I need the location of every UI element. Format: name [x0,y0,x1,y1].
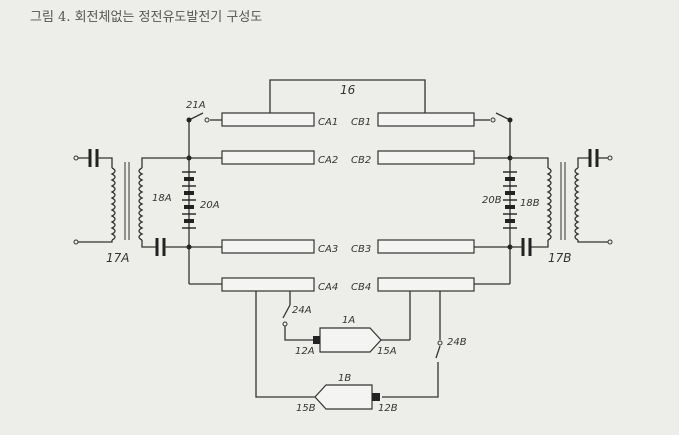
label-21a: 21A [186,100,206,111]
plate-cb1 [377,112,475,127]
label-18a: 18A [152,193,172,204]
bracket-16 [269,79,426,113]
diagram-labels: 16 21A CA1 CB1 CA2 CB2 CA3 CB3 CA4 CB4 1… [106,83,572,414]
label-ca2: CA2 [318,155,338,166]
plate-ca4 [221,277,315,292]
label-12a: 12A [295,346,315,357]
label-cb1: CB1 [351,117,371,128]
plate-cb4 [377,277,475,292]
plate-ca3 [221,239,315,254]
electrode-plates [221,112,475,292]
label-24b: 24B [447,337,467,348]
label-ca1: CA1 [318,117,338,128]
battery-20a [182,171,196,229]
label-cb2: CB2 [351,155,371,166]
generator-circuits [255,291,443,410]
label-12b: 12B [378,403,398,414]
right-wiring [474,112,513,285]
label-15b: 15B [296,403,316,414]
label-17b: 17B [548,251,572,265]
label-20a: 20A [200,200,220,211]
label-15a: 15A [377,346,397,357]
transformer-17a [73,149,189,256]
label-16: 16 [340,83,356,97]
plate-cb3 [377,239,475,254]
label-1b: 1B [338,373,351,384]
label-17a: 17A [106,251,129,265]
label-24a: 24A [292,305,312,316]
plate-ca2 [221,150,315,165]
label-ca4: CA4 [318,282,338,293]
plate-cb2 [377,150,475,165]
left-wiring [186,112,222,285]
battery-20b [503,171,517,229]
plate-ca1 [221,112,315,127]
label-18b: 18B [520,198,540,209]
label-1a: 1A [342,315,355,326]
label-cb3: CB3 [351,244,371,255]
device-1a [319,327,382,353]
figure-caption: 그림 4. 회전체없는 정전유도발전기 구성도 [30,10,263,25]
label-cb4: CB4 [351,282,371,293]
label-ca3: CA3 [318,244,338,255]
transformer-17b [510,149,613,256]
label-20b: 20B [482,195,502,206]
device-1b [314,384,373,410]
